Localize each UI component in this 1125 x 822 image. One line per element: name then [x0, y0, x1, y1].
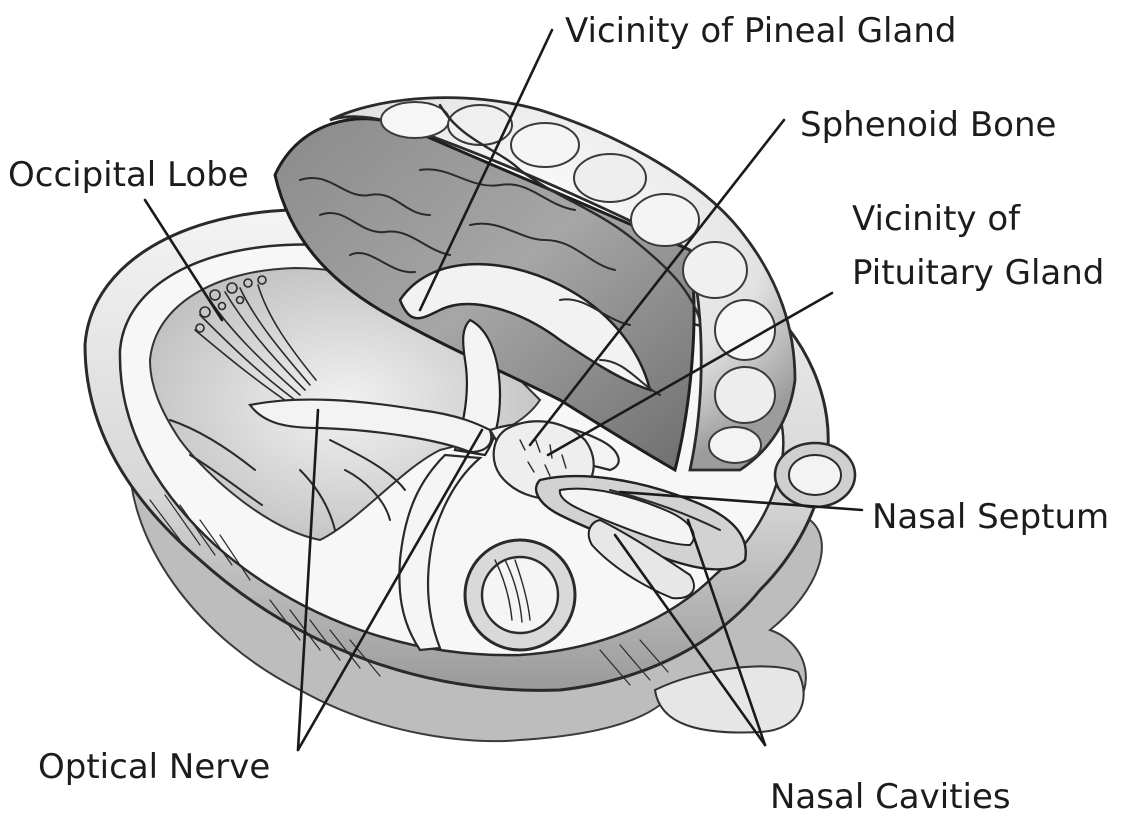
label-septum: Nasal Septum — [872, 497, 1109, 537]
label-occipital: Occipital Lobe — [8, 155, 249, 195]
label-sphenoid: Sphenoid Bone — [800, 105, 1056, 145]
label-pituitary-2: Pituitary Gland — [852, 253, 1104, 293]
label-optical: Optical Nerve — [38, 747, 270, 787]
label-pituitary-1: Vicinity of — [852, 199, 1021, 239]
label-pineal: Vicinity of Pineal Gland — [565, 11, 956, 51]
label-cavities: Nasal Cavities — [770, 777, 1011, 817]
